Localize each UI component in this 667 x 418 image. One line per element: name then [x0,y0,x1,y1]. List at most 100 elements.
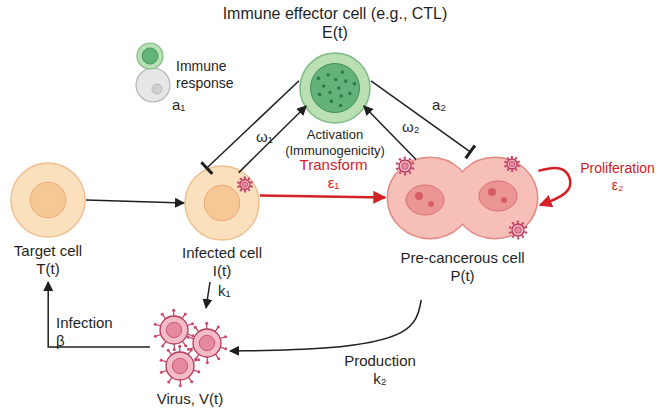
virus-node: Virus, V(t) [140,308,240,412]
virus-knob [250,181,252,183]
virus-knob [504,165,506,167]
edge-label: a₂ [432,96,462,114]
cell-membrane [185,166,259,240]
virus-knob [154,323,157,326]
virus-knob [248,178,250,180]
virus-spike [174,344,175,348]
cell-nucleus [479,181,517,211]
annotation-text: Activation (Immunogenicity) [280,127,390,158]
virus-knob [412,167,414,169]
granule [344,79,348,83]
virus-spike [163,315,166,319]
virus-spike [220,337,224,338]
edge-label: Production k₂ [340,352,420,388]
virus-knob [512,222,514,224]
virus-core [172,358,187,373]
virus-knob [194,357,197,360]
virus-knob [184,312,187,315]
granule [339,104,343,108]
node-label: Immune effector cell (e.g., CTL) E(t) [215,4,455,42]
virus-spike [169,377,172,381]
virus-particle [396,156,414,175]
virus-knob [517,220,519,222]
virus-capsid [507,159,517,169]
effector-nucleus-icon [142,48,158,64]
virus-particle [187,322,228,364]
node-label: Virus, V(t) [140,390,240,408]
virus-capsid [160,316,188,344]
virus-spike [180,380,181,384]
edge-label: k₁ [218,282,248,300]
virus-spike [169,351,172,355]
virus-knob [409,158,411,160]
virus-knob [237,181,239,183]
virus-spike [215,354,218,358]
dividing-cell [388,156,537,240]
virus-spike [163,371,167,372]
virus-knob [250,185,252,187]
virus-spike [188,377,191,381]
virus-knob [190,380,193,383]
precancerous-cell-node: Pre-cancerous cell P(t) [380,145,545,300]
virus-knob [522,236,524,238]
immune-response-icon [128,36,178,106]
edge-label: Infection β [56,314,118,350]
virus-knob [396,168,398,170]
virus-knob [187,348,190,351]
immune-kill-inhibitor [371,81,470,152]
granule [341,70,345,74]
virus-knob [504,161,506,163]
virus-knob [160,371,163,374]
granule [353,82,357,86]
virus-knob [237,186,239,188]
target-cell-icon [136,68,170,102]
virus-core [515,227,522,234]
virus-spike [196,354,199,358]
virus-knob [248,189,250,191]
virus-spike [173,312,174,316]
virus-knob [167,349,170,352]
virus-spike [157,335,161,336]
virus-core [509,161,515,167]
virus-particle [504,156,520,172]
virus-spike [187,334,191,335]
target-nucleus-icon [152,84,162,94]
virus-knob [509,232,511,234]
edge-label: ω₂ [402,118,432,136]
granule [317,77,321,81]
target-illustration [10,162,86,238]
virus-knob [404,173,406,175]
virus-spike [182,341,185,345]
virus-spike [193,370,197,371]
virus-spike [162,361,166,362]
granule [322,84,326,88]
virus-knob [190,348,193,351]
chromatin [488,188,496,196]
activation-arrow [239,106,306,173]
virus-knob [404,156,406,158]
virus-knob [507,157,509,159]
virus-particle [154,309,195,351]
precancer-illustration [385,150,540,245]
effector-illustration [299,52,371,124]
granule [328,91,332,95]
cell-membrane [11,163,85,237]
node-label: Infected cell I(t) [176,244,268,280]
virus-knob [205,322,208,325]
virus-capsid [240,180,250,190]
chromatin [501,197,507,203]
node-label: Target cell T(t) [5,242,91,278]
virus-knob [525,231,527,233]
virus-knob [173,348,176,351]
virus-knob [399,158,401,160]
proliferation-loop [538,168,570,205]
granule [334,78,338,82]
granule [330,100,334,104]
virus-knob [172,309,175,312]
virus-knob [512,236,514,238]
cell-nucleus [30,182,66,218]
infected-cell-node: Infected cell I(t) [172,160,272,282]
virus-knob [396,162,398,164]
effector-cell-icon [137,43,163,69]
